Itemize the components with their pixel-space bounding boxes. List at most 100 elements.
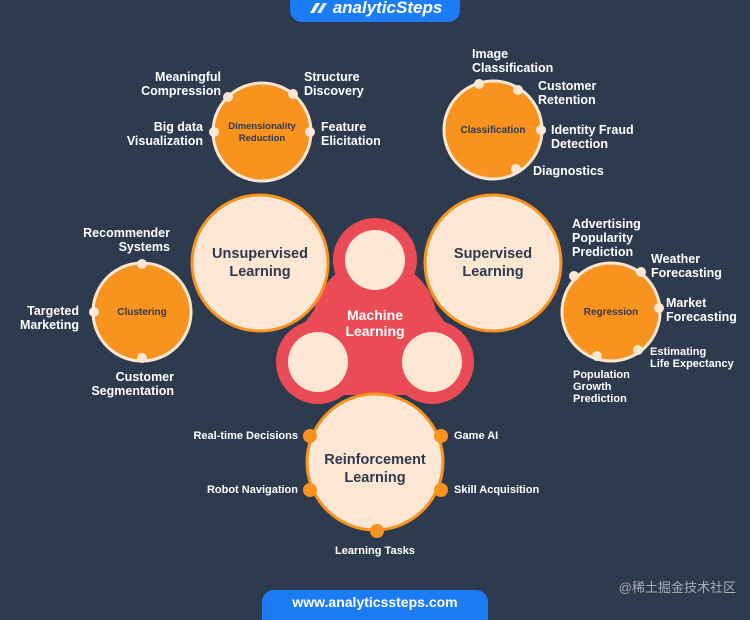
center-blob bbox=[276, 218, 474, 404]
label-image-classification: Image Classification bbox=[472, 47, 553, 75]
label-identity-fraud-detection-line2: Detection bbox=[551, 137, 608, 151]
label-customer-segmentation-line1: Customer bbox=[115, 370, 174, 384]
center-title-line1: Machine bbox=[346, 307, 403, 323]
label-targeted-marketing-line1: Targeted bbox=[27, 304, 79, 318]
dot-diagnostics bbox=[511, 164, 521, 174]
label-population-growth-line2: Growth bbox=[573, 381, 612, 393]
unsupervised-title: Unsupervised Learning bbox=[195, 243, 325, 283]
label-life-expectancy-line1: Estimating bbox=[650, 346, 707, 358]
dot-skill-acquisition bbox=[434, 483, 448, 497]
label-recommender-systems: Recommender Systems bbox=[83, 226, 170, 254]
label-customer-retention-line2: Retention bbox=[538, 93, 596, 107]
label-customer-segmentation: Customer Segmentation bbox=[91, 370, 174, 398]
label-structure-discovery: Structure Discovery bbox=[304, 70, 364, 98]
supervised-circle bbox=[423, 193, 563, 333]
label-structure-discovery-line2: Discovery bbox=[304, 84, 364, 98]
regression-title: Regression bbox=[583, 306, 639, 318]
label-skill-acquisition: Skill Acquisition bbox=[454, 484, 540, 496]
supervised-title: Supervised Learning bbox=[428, 243, 558, 283]
reinforcement-line2: Learning bbox=[344, 470, 406, 486]
classification-title: Classification bbox=[460, 124, 526, 136]
label-weather-forecasting-line1: Weather bbox=[651, 252, 701, 266]
dot-weather-forecasting bbox=[636, 267, 646, 277]
label-big-data-visualization: Big data Visualization bbox=[127, 120, 203, 148]
dot-game-ai bbox=[434, 429, 448, 443]
dot-big-data-visualization bbox=[209, 127, 219, 137]
dot-targeted-marketing bbox=[89, 307, 99, 317]
dot-realtime-decisions bbox=[303, 429, 317, 443]
label-advertising-popularity-line3: Prediction bbox=[572, 245, 634, 259]
dot-structure-discovery bbox=[288, 89, 298, 99]
label-big-data-visualization-line1: Big data bbox=[153, 120, 203, 134]
label-population-growth: Population Growth Prediction bbox=[573, 369, 630, 405]
center-title-line2: Learning bbox=[345, 323, 405, 339]
dot-meaningful-compression bbox=[223, 92, 233, 102]
reinforcement-line1: Reinforcement bbox=[324, 452, 426, 468]
label-big-data-visualization-line2: Visualization bbox=[126, 134, 203, 148]
label-recommender-systems-line2: Systems bbox=[118, 240, 170, 254]
label-weather-forecasting: Weather Forecasting bbox=[651, 252, 722, 280]
label-advertising-popularity-line2: Popularity bbox=[572, 231, 634, 245]
label-population-growth-line3: Prediction bbox=[573, 393, 627, 405]
label-population-growth-line1: Population bbox=[573, 369, 630, 381]
brand-logo[interactable]: analyticSteps bbox=[290, 0, 460, 22]
label-identity-fraud-detection: Identity Fraud Detection bbox=[551, 123, 634, 151]
dot-feature-elicitation bbox=[305, 127, 315, 137]
center-title: Machine Learning bbox=[320, 307, 430, 339]
unsupervised-line1: Unsupervised bbox=[212, 246, 308, 262]
dot-recommender-systems bbox=[137, 259, 147, 269]
label-feature-elicitation-line2: Elicitation bbox=[321, 134, 381, 148]
label-image-classification-line1: Image bbox=[472, 47, 509, 61]
supervised-line2: Learning bbox=[462, 264, 524, 280]
footer-url[interactable]: www.analyticssteps.com bbox=[262, 590, 488, 620]
label-weather-forecasting-line2: Forecasting bbox=[651, 266, 722, 280]
label-game-ai: Game AI bbox=[454, 430, 499, 442]
label-diagnostics: Diagnostics bbox=[533, 164, 604, 178]
supervised-line1: Supervised bbox=[453, 246, 533, 262]
dimensionality-line1: Dimensionality bbox=[228, 121, 296, 132]
label-customer-retention-line1: Customer bbox=[538, 79, 597, 93]
dot-customer-segmentation bbox=[137, 353, 147, 363]
reinforcement-title: Reinforcement Learning bbox=[310, 449, 440, 489]
label-identity-fraud-detection-line1: Identity Fraud bbox=[551, 123, 634, 137]
dot-image-classification bbox=[474, 79, 484, 89]
dot-advertising-popularity bbox=[569, 271, 579, 281]
label-market-forecasting-line1: Market bbox=[666, 296, 707, 310]
dot-identity-fraud bbox=[536, 125, 546, 135]
label-realtime-decisions: Real-time Decisions bbox=[193, 430, 298, 442]
label-market-forecasting: Market Forecasting bbox=[666, 296, 737, 324]
label-life-expectancy: Estimating Life Expectancy bbox=[650, 346, 734, 370]
watermark: @稀土掘金技术社区 bbox=[618, 580, 736, 595]
label-feature-elicitation: Feature Elicitation bbox=[321, 120, 381, 148]
label-targeted-marketing-line2: Marketing bbox=[19, 318, 79, 332]
label-life-expectancy-line2: Life Expectancy bbox=[650, 358, 734, 370]
dot-customer-retention bbox=[513, 85, 523, 95]
label-meaningful-compression: Meaningful Compression bbox=[141, 70, 221, 98]
dot-learning-tasks bbox=[370, 524, 384, 538]
label-structure-discovery-line1: Structure bbox=[304, 70, 360, 84]
label-image-classification-line2: Classification bbox=[472, 61, 554, 75]
label-targeted-marketing: Targeted Marketing bbox=[20, 304, 79, 332]
label-learning-tasks: Learning Tasks bbox=[335, 545, 415, 557]
label-robot-navigation: Robot Navigation bbox=[206, 484, 298, 496]
unsupervised-line2: Learning bbox=[229, 264, 291, 280]
label-meaningful-compression-line1: Meaningful bbox=[155, 70, 221, 84]
unsupervised-circle bbox=[190, 193, 330, 333]
label-market-forecasting-line2: Forecasting bbox=[666, 310, 737, 324]
label-advertising-popularity-line1: Advertising bbox=[572, 217, 641, 231]
dimensionality-line2: Reduction bbox=[238, 133, 286, 144]
label-customer-retention: Customer Retention bbox=[538, 79, 596, 107]
clustering-title: Clustering bbox=[117, 306, 167, 318]
brand-logo-icon bbox=[309, 3, 327, 13]
dimensionality-title: Dimensionality Reduction bbox=[216, 119, 308, 147]
label-advertising-popularity: Advertising Popularity Prediction bbox=[572, 217, 641, 259]
brand-name: analyticSteps bbox=[332, 0, 443, 17]
dot-life-expectancy bbox=[633, 345, 643, 355]
dot-population-growth bbox=[592, 351, 602, 361]
label-meaningful-compression-line2: Compression bbox=[141, 84, 221, 98]
label-feature-elicitation-line1: Feature bbox=[321, 120, 367, 134]
dot-robot-navigation bbox=[303, 483, 317, 497]
label-customer-segmentation-line2: Segmentation bbox=[91, 384, 174, 398]
